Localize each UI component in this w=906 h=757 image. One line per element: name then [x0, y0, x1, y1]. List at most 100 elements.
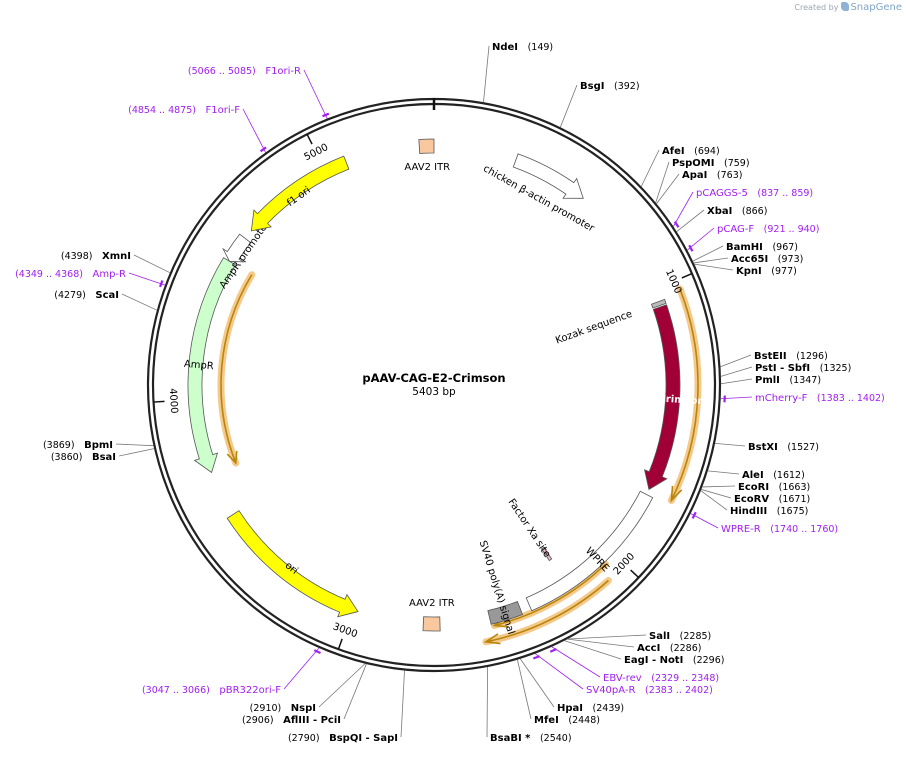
site-acc65i[interactable]: Acc65I (973): [693, 254, 804, 265]
label-name: PspOMI: [672, 158, 714, 169]
primer-pbr322ori-f[interactable]: (3047 .. 3066) pBR322ori-F: [142, 647, 321, 696]
snapgene-logo-icon: [841, 2, 850, 11]
site-mfei[interactable]: MfeI (2448): [516, 659, 600, 726]
feature-shape: [650, 298, 667, 309]
site-bsai[interactable]: (3860) BsaI: [51, 448, 155, 463]
label-leader-line: [242, 108, 267, 153]
tick-mark: [630, 569, 640, 579]
label-name: BsaBI *: [490, 733, 531, 744]
primer-mark: [259, 146, 267, 153]
feature-label: E2-Crimson: [640, 392, 705, 407]
primer-pcaggs-5[interactable]: pCAGGS-5 (837 .. 859): [672, 188, 813, 228]
feature-shape: [422, 616, 441, 632]
site-pspomi[interactable]: PspOMI (759): [655, 158, 750, 203]
label-text: (5066 .. 5085) F1ori-R: [188, 66, 301, 77]
label-name: AfeI: [662, 146, 685, 157]
label-leader-line: [707, 470, 740, 475]
site-psti-sbfi[interactable]: PstI - SbfI (1325): [720, 363, 852, 377]
feature-ori: ori: [226, 510, 359, 618]
site-bsabi[interactable]: BsaBI * (2540): [486, 666, 572, 744]
primer-f1ori-f[interactable]: (4854 .. 4875) F1ori-F: [128, 105, 267, 153]
label-position: (5066 .. 5085): [188, 66, 256, 77]
label-text: (3860) BsaI: [51, 452, 116, 463]
credit-prefix: Created by: [794, 3, 839, 12]
label-text: PmlI (1347): [755, 375, 821, 386]
primer-mcherry-f[interactable]: mCherry-F (1383 .. 1402): [720, 393, 885, 404]
label-name: BspQI - SapI: [329, 733, 398, 744]
label-leader-line: [655, 161, 670, 203]
primer-wpre-r[interactable]: WPRE-R (1740 .. 1760): [690, 511, 839, 535]
tick-mark: [306, 133, 313, 145]
label-leader-line: [516, 659, 532, 720]
site-bpmi[interactable]: (3869) BpmI: [43, 440, 154, 451]
label-text: AccI (2286): [637, 643, 701, 654]
label-leader-line: [118, 448, 155, 457]
primer-pcag-f[interactable]: pCAG-F (921 .. 940): [687, 224, 819, 252]
label-position: (2910): [250, 703, 282, 714]
label-position: (973): [778, 254, 804, 265]
feature-shape: [541, 546, 553, 562]
label-text: HpaI (2439): [557, 703, 624, 714]
feature-shape: [525, 490, 654, 612]
label-position: (2540): [540, 733, 572, 744]
label-leader-line: [483, 45, 490, 103]
label-position: (2790): [288, 733, 320, 744]
site-nspi[interactable]: (2910) NspI: [250, 663, 366, 714]
label-position: (967): [772, 242, 798, 253]
site-hindiii[interactable]: HindIII (1675): [700, 490, 809, 517]
primer-ebv-rev[interactable]: EBV-rev (2329 .. 2348): [549, 646, 719, 684]
site-ecorv[interactable]: EcoRV (1671): [701, 489, 810, 505]
label-leader-line: [702, 485, 736, 488]
feature-factor-xa-site: Factor Xa site: [506, 497, 553, 562]
site-ecori[interactable]: EcoRI (1663): [702, 482, 810, 493]
site-hpai[interactable]: HpaI (2439): [519, 658, 624, 714]
site-afei[interactable]: AfeI (694): [640, 146, 720, 187]
site-sali[interactable]: SalI (2285): [567, 631, 712, 642]
label-name: BpmI: [84, 440, 113, 451]
primer-f1ori-r[interactable]: (5066 .. 5085) F1ori-R: [188, 66, 330, 119]
label-name: AflIII - PciI: [283, 715, 341, 726]
site-xmni[interactable]: (4398) XmnI: [61, 251, 171, 274]
label-text: BsgI (392): [580, 81, 640, 92]
feature-label: Kozak sequence: [554, 309, 634, 347]
primer-sv40pa-r[interactable]: SV40pA-R (2383 .. 2402): [532, 653, 713, 696]
site-kpni[interactable]: KpnI (977): [694, 263, 797, 277]
label-text: NdeI (149): [492, 42, 553, 53]
site-xbai[interactable]: XbaI (866): [676, 206, 768, 232]
site-apai[interactable]: ApaI (763): [656, 170, 743, 204]
label-name: XbaI: [707, 206, 732, 217]
site-acci[interactable]: AccI (2286): [567, 638, 701, 654]
label-text: PspOMI (759): [672, 158, 750, 169]
site-eagi-noti[interactable]: EagI - NotI (2296): [564, 640, 724, 666]
site-scai[interactable]: (4279) ScaI: [54, 290, 158, 311]
label-text: BstEII (1296): [754, 351, 828, 362]
tick-mark: [337, 638, 343, 650]
label-leader-line: [701, 489, 732, 499]
site-bstxi[interactable]: BstXI (1527): [714, 442, 819, 453]
label-text: (4279) ScaI: [54, 290, 119, 301]
site-bamhi[interactable]: BamHI (967): [692, 242, 798, 262]
label-name: WPRE-R: [721, 524, 761, 535]
label-text: (2790) BspQI - SapI: [288, 733, 398, 744]
label-position: (837 .. 859): [757, 188, 813, 199]
site-pmli[interactable]: PmlI (1347): [720, 375, 821, 386]
primer-amp-r[interactable]: (4349 .. 4368) Amp-R: [15, 269, 166, 288]
label-position: (1663): [779, 482, 811, 493]
label-name: EcoRV: [734, 494, 769, 505]
label-text: BsaBI * (2540): [490, 733, 572, 744]
site-afliii-pcii[interactable]: (2906) AflIII - PciI: [242, 663, 367, 726]
label-text: pCAGGS-5 (837 .. 859): [696, 188, 813, 199]
feature-kozak-sequence: Kozak sequence: [554, 298, 667, 347]
site-bsteii[interactable]: BstEII (1296): [720, 351, 828, 368]
label-name: BamHI: [726, 242, 763, 253]
site-ndei[interactable]: NdeI (149): [483, 42, 553, 103]
label-text: AleI (1612): [742, 470, 805, 481]
feature-shape: [222, 233, 252, 263]
site-bsgi[interactable]: BsgI (392): [559, 81, 640, 128]
label-position: (1325): [820, 363, 852, 374]
site-bspqi-sapi[interactable]: (2790) BspQI - SapI: [288, 670, 405, 744]
site-alei[interactable]: AleI (1612): [707, 470, 805, 481]
primer-mark: [313, 649, 321, 654]
label-leader-line: [567, 634, 647, 640]
label-text: HindIII (1675): [730, 506, 808, 517]
